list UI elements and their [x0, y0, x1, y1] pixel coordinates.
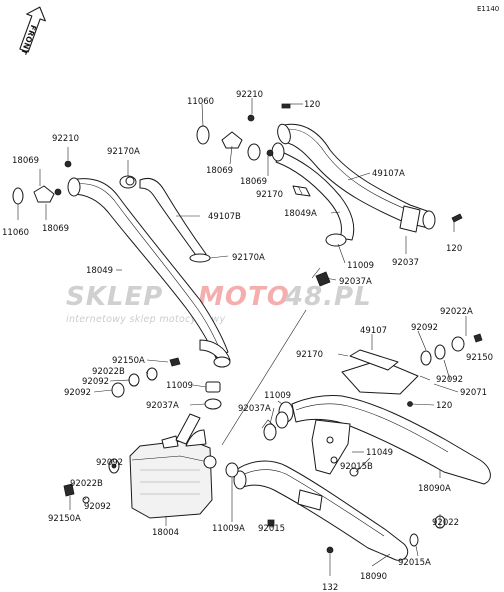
- diagram-id: E1140: [477, 5, 499, 13]
- bottom-right-pipe: [225, 460, 446, 561]
- label-92170A-top: 92170A: [107, 147, 140, 157]
- label-92150A-mid: 92150A: [112, 356, 145, 366]
- label-120-mid: 120: [436, 401, 452, 411]
- left-hardware: [111, 357, 277, 441]
- label-92210-top: 92210: [236, 90, 263, 100]
- upper-gaskets: [12, 103, 463, 287]
- label-49107B: 49107B: [208, 212, 241, 222]
- label-92037A-mid: 92037A: [146, 401, 179, 411]
- part-labels: 120 92210 11060 18069 18069 92170 49107A…: [2, 90, 493, 592]
- label-92071: 92071: [460, 388, 487, 398]
- label-92170-mid: 92170: [296, 350, 323, 360]
- label-18069-left-a: 18069: [12, 156, 39, 166]
- label-92015: 92015: [258, 524, 285, 534]
- label-18090A: 18090A: [418, 484, 451, 494]
- gasket-11060-upper: [196, 125, 210, 145]
- label-92022A: 92022A: [440, 307, 473, 317]
- leader-lines: [17, 98, 483, 576]
- label-92015B: 92015B: [340, 462, 373, 472]
- label-11009-right: 11009: [264, 391, 291, 401]
- label-92170A-mid: 92170A: [232, 253, 265, 263]
- label-92092-low-b: 92092: [84, 502, 111, 512]
- label-92092-low-a: 92092: [96, 458, 123, 468]
- upper-rear-pipe: [275, 123, 436, 247]
- label-92092-right-a: 92092: [411, 323, 438, 333]
- front-arrow-icon: [19, 6, 46, 53]
- watermark-tagline: internetowy sklep motocyklowy: [66, 314, 226, 325]
- label-92022B-mid: 92022B: [92, 367, 125, 377]
- label-18090: 18090: [360, 572, 387, 582]
- watermark: SKLEP MOTO 48.PL internetowy sklep motoc…: [66, 282, 372, 325]
- label-92015A: 92015A: [398, 558, 431, 568]
- watermark-brand-domain: 48.PL: [284, 282, 372, 312]
- label-92037: 92037: [392, 258, 419, 268]
- front-label: FRONT: [19, 24, 38, 57]
- label-11060-top: 11060: [187, 97, 214, 107]
- label-18069-top-a: 18069: [206, 166, 233, 176]
- label-92092-mid-a: 92092: [82, 377, 109, 387]
- label-18069-left-b: 18069: [42, 224, 69, 234]
- label-18049: 18049: [86, 266, 113, 276]
- label-11049: 11049: [366, 448, 393, 458]
- label-92092-mid-b: 92092: [64, 388, 91, 398]
- label-92170-top: 92170: [256, 190, 283, 200]
- label-92210-left: 92210: [52, 134, 79, 144]
- watermark-brand-sklep: SKLEP: [66, 282, 163, 312]
- label-120-top: 120: [304, 100, 320, 110]
- label-92022: 92022: [432, 518, 459, 528]
- gasket-11060-left: [12, 187, 24, 205]
- muffler-chamber-18004: [63, 413, 217, 519]
- label-49107A: 49107A: [372, 169, 405, 179]
- label-18069-top-b: 18069: [240, 177, 267, 187]
- label-92150: 92150: [466, 353, 493, 363]
- label-92022B-low: 92022B: [70, 479, 103, 489]
- right-lower-pipe: [275, 333, 491, 485]
- label-92037A-right: 92037A: [238, 404, 271, 414]
- flange-18069-upper: [221, 131, 243, 149]
- label-120-right: 120: [446, 244, 462, 254]
- label-11009-mid: 11009: [166, 381, 193, 391]
- label-18004: 18004: [152, 528, 179, 538]
- label-132: 132: [322, 583, 338, 592]
- label-11009A: 11009A: [212, 524, 245, 534]
- label-11009-top: 11009: [347, 261, 374, 271]
- label-49107: 49107: [360, 326, 387, 336]
- label-18049A: 18049A: [284, 209, 317, 219]
- label-92092-right-b: 92092: [436, 375, 463, 385]
- flange-18069-left: [33, 185, 55, 203]
- label-92150A-low: 92150A: [48, 514, 81, 524]
- watermark-brand-moto: MOTO: [198, 282, 290, 312]
- label-92037A-top: 92037A: [339, 277, 372, 287]
- label-11060-left: 11060: [2, 228, 29, 238]
